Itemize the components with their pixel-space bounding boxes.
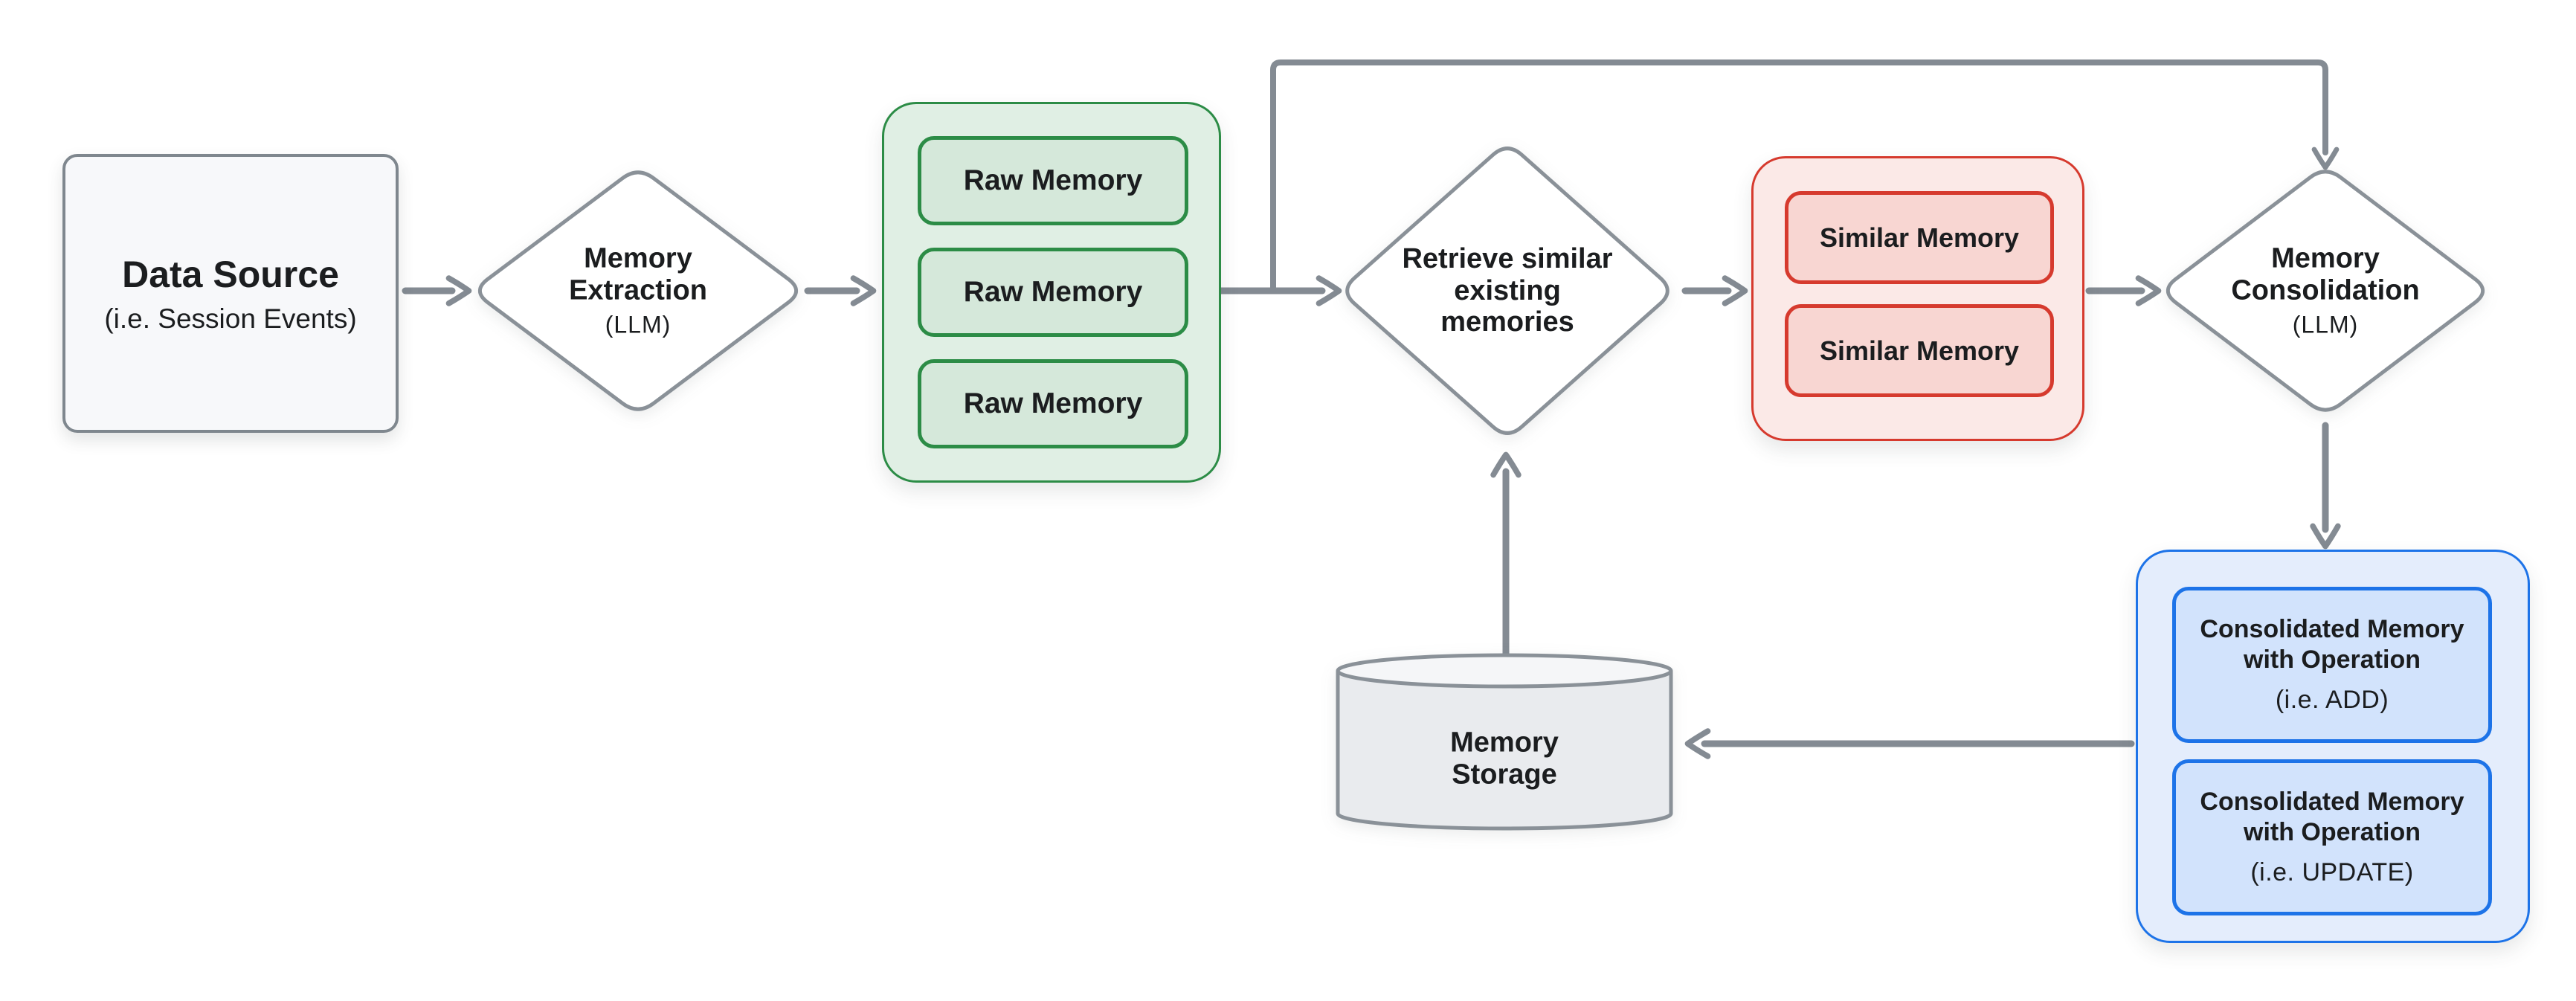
consolidated-memory-chip: Consolidated Memory with Operation (i.e.… [2172,759,2492,915]
similar-memory-chip: Similar Memory [1785,304,2054,397]
memory-consolidation-diamond [2166,170,2485,412]
memory-extraction-diamond [477,170,799,411]
raw-memory-chip: Raw Memory [918,359,1188,448]
raw-memory-chip: Raw Memory [918,136,1188,225]
memory-storage-label: Memory Storage [1450,727,1559,790]
similar-memory-group: Similar Memory Similar Memory [1751,156,2084,441]
memory-extraction-label: Memory Extraction (LLM) [569,242,707,338]
raw-memory-chip: Raw Memory [918,248,1188,337]
consolidated-memory-group: Consolidated Memory with Operation (i.e.… [2136,550,2530,943]
data-source-node: Data Source (i.e. Session Events) [62,154,399,433]
data-source-title: Data Source [122,253,339,295]
similar-memory-chip: Similar Memory [1785,191,2054,284]
memory-storage-cylinder [1336,653,1673,831]
consolidated-memory-chip: Consolidated Memory with Operation (i.e.… [2172,587,2492,743]
data-source-subtitle: (i.e. Session Events) [104,303,357,334]
memory-consolidation-label: Memory Consolidation (LLM) [2231,242,2420,338]
loop-rawmemory-to-consolidation [1270,59,2340,294]
raw-memory-group: Raw Memory Raw Memory Raw Memory [882,102,1221,483]
retrieve-memories-diamond [1345,147,1669,435]
retrieve-memories-label: Retrieve similar existing memories [1402,243,1613,338]
